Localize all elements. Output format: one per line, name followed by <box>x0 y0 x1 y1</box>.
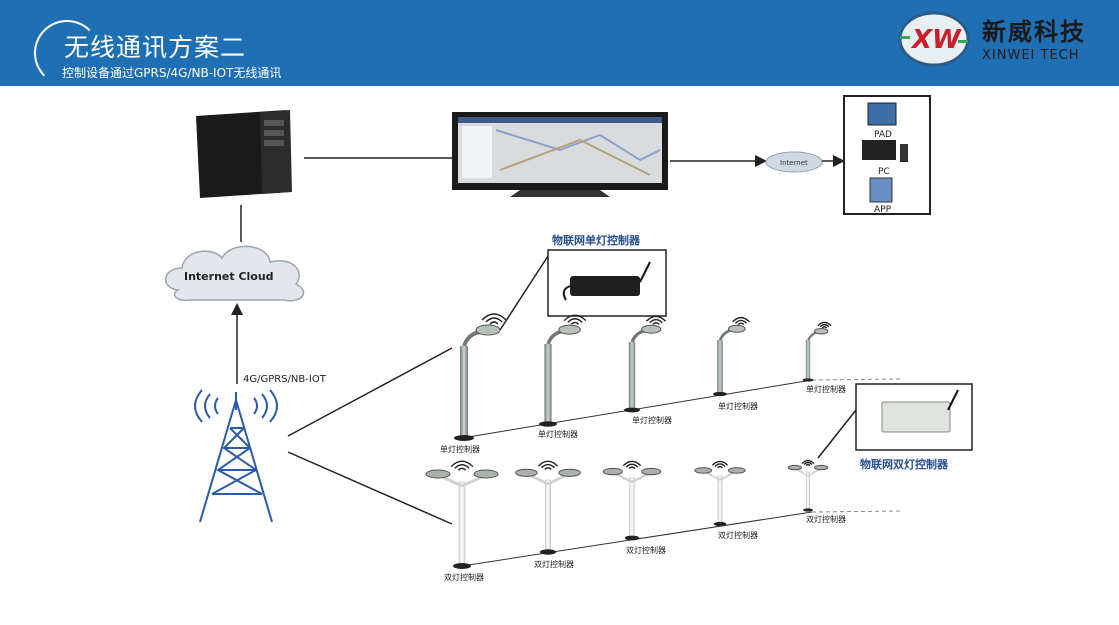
brand-name-en: XINWEI TECH <box>982 48 1080 63</box>
monitor-icon <box>452 112 668 197</box>
single-lamp-pole: 单灯控制器 <box>624 315 672 425</box>
tower-link-label: 4G/GPRS/NB-IOT <box>243 374 327 385</box>
single-controller-title: 物联网单灯控制器 <box>552 233 641 247</box>
double-lamp-label: 双灯控制器 <box>806 514 846 524</box>
single-lamp-label: 单灯控制器 <box>538 429 578 439</box>
cloud-label: Internet Cloud <box>184 270 274 283</box>
single-lamp-label: 单灯控制器 <box>718 401 758 411</box>
client-pad-label: PAD <box>874 130 892 140</box>
tower-to-double-street-link <box>287 451 453 525</box>
client-pc-label: PC <box>878 167 890 177</box>
xinwei-logo-icon: XW <box>898 11 970 67</box>
internet-cloud-icon: Internet Cloud <box>165 245 305 302</box>
svg-text:XW: XW <box>910 25 962 55</box>
single-lamp-pole: 单灯控制器 <box>713 316 758 411</box>
single-controller-device-box <box>547 249 667 317</box>
network-diagram: Internet PAD PC APP Internet Cloud 4G/GP… <box>165 95 973 582</box>
double-lamp-pole: 双灯控制器 <box>515 460 581 569</box>
server-icon <box>196 110 292 198</box>
double-lamp-label: 双灯控制器 <box>534 559 574 569</box>
internet-small-cloud-icon: Internet <box>765 151 823 173</box>
single-lamp-label: 单灯控制器 <box>632 415 672 425</box>
brand-name-cn: 新威科技 <box>982 18 1086 46</box>
page-subtitle: 控制设备通过GPRS/4G/NB-IOT无线通讯 <box>62 66 282 80</box>
double-lamp-pole: 双灯控制器 <box>602 460 666 555</box>
page-title: 无线通讯方案二 <box>64 33 247 62</box>
single-lamp-pole: 单灯控制器 <box>802 321 846 394</box>
internet-label: Internet <box>780 159 808 167</box>
double-lamp-pole: 双灯控制器 <box>694 460 758 540</box>
double-street-dash <box>811 510 901 513</box>
double-callout-pointer <box>817 409 857 459</box>
cell-tower-icon <box>194 389 278 523</box>
single-lamp-pole: 单灯控制器 <box>538 314 587 439</box>
double-controller-title: 物联网双灯控制器 <box>860 457 949 471</box>
double-lamp-pole: 双灯控制器 <box>787 459 846 524</box>
single-street-dash <box>811 378 901 381</box>
double-lamp-label: 双灯控制器 <box>626 545 666 555</box>
double-lamp-label: 双灯控制器 <box>444 572 484 582</box>
client-app-label: APP <box>874 205 892 215</box>
title-ring-decoration <box>34 20 100 86</box>
double-controller-device-box <box>855 383 973 451</box>
single-lamp-label: 单灯控制器 <box>806 384 846 394</box>
tower-to-single-street-link <box>287 347 453 437</box>
single-lamp-label: 单灯控制器 <box>440 444 480 454</box>
single-callout-pointer <box>499 255 549 331</box>
double-lamp-label: 双灯控制器 <box>718 530 758 540</box>
single-lamp-pole: 单灯控制器 <box>440 313 507 454</box>
clients-box: PAD PC APP <box>843 95 931 215</box>
double-lamp-pole: 双灯控制器 <box>425 460 499 582</box>
